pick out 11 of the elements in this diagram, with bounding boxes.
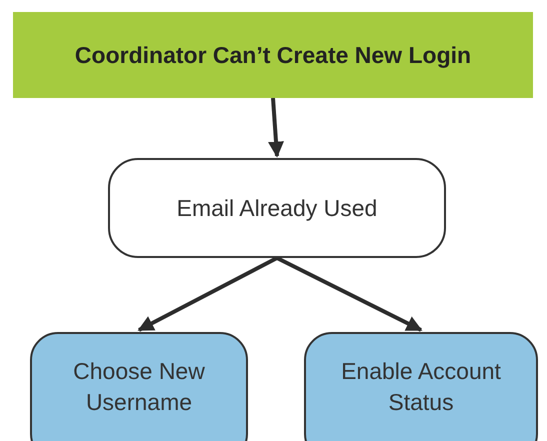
arrow <box>268 98 284 158</box>
node-label: Coordinator Can’t Create New Login <box>74 40 472 70</box>
process-box <box>30 332 248 441</box>
node-label: Email Already Used <box>176 194 378 223</box>
node-label: Choose New Username <box>72 357 206 417</box>
arrow <box>276 256 422 332</box>
process-box <box>304 332 538 441</box>
node-label: Enable Account Status <box>340 357 502 417</box>
process-box <box>108 158 446 258</box>
arrow <box>138 256 278 332</box>
title-banner <box>13 12 533 98</box>
